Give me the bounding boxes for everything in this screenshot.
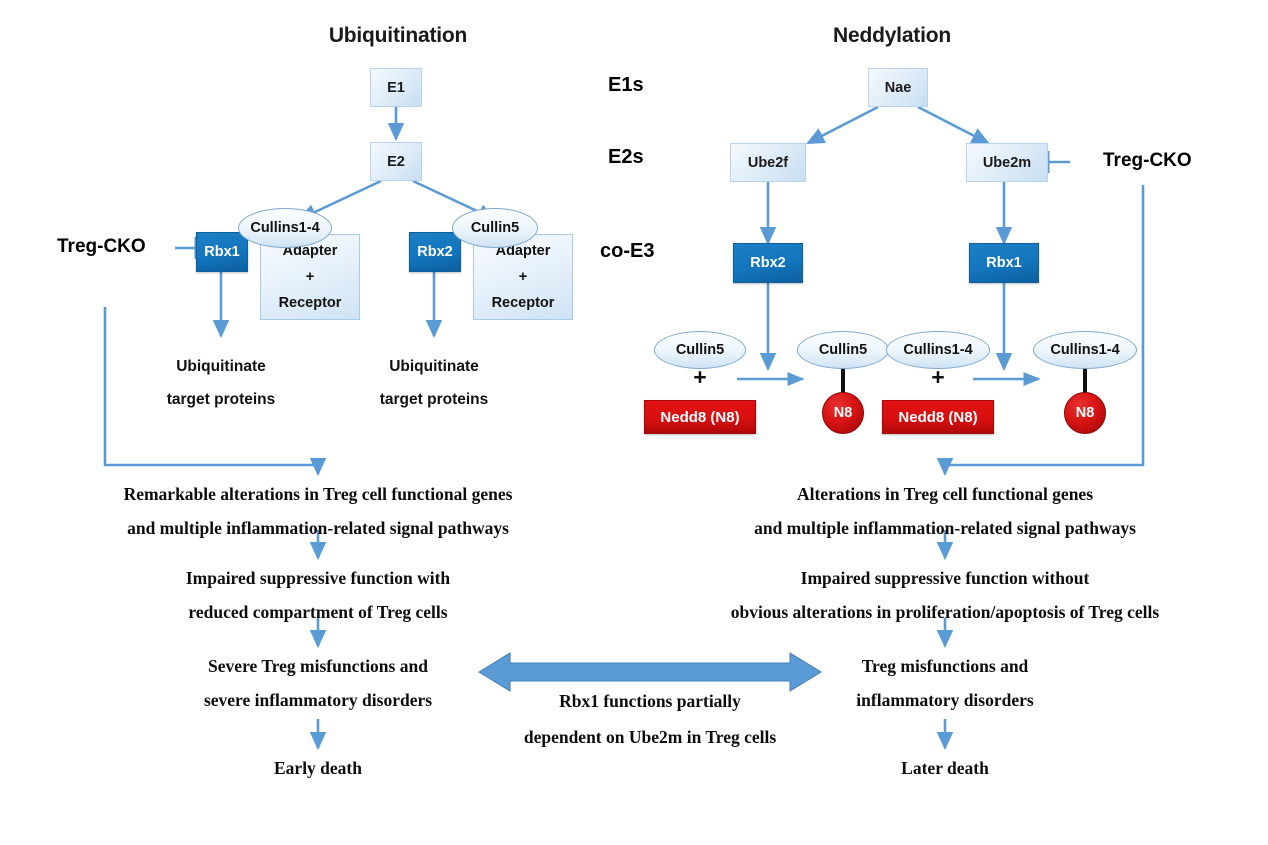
node-rbx2-left[interactable]: Rbx2 <box>409 232 461 272</box>
node-nae[interactable]: Nae <box>868 68 928 107</box>
plus-sign-1: + <box>693 364 707 390</box>
node-rbx1-left[interactable]: Rbx1 <box>196 232 248 272</box>
left-outcome-3-line2: severe inflammatory disorders <box>203 690 433 710</box>
right-outcome-2-line1: Impaired suppressive function without <box>800 568 1090 588</box>
node-cullins1-4-in[interactable]: Cullins1-4 <box>886 331 990 369</box>
node-n8-2[interactable]: N8 <box>1064 392 1106 434</box>
node-rbx2-right[interactable]: Rbx2 <box>733 243 803 283</box>
nedd8-linker-1 <box>841 366 845 396</box>
node-e2[interactable]: E2 <box>370 142 422 181</box>
node-cullin5-in[interactable]: Cullin5 <box>654 331 746 369</box>
stage-label-co-e3: co-E3 <box>600 240 655 262</box>
node-rbx1-right[interactable]: Rbx1 <box>969 243 1039 283</box>
right-outcome-1-line1: Alterations in Treg cell functional gene… <box>796 484 1094 504</box>
ubiquitinate-line-1a: Ubiquitinate <box>176 358 266 375</box>
right-treg-cko-label: Treg-CKO <box>1103 150 1192 171</box>
right-outcome-3-line1: Treg misfunctions and <box>861 656 1029 676</box>
center-note-line2: dependent on Ube2m in Treg cells <box>523 727 777 747</box>
left-outcome-1: Remarkable alterations in Treg cell func… <box>18 477 618 545</box>
node-cullin5-left[interactable]: Cullin5 <box>452 208 538 248</box>
right-outcome-1: Alterations in Treg cell functional gene… <box>645 477 1245 545</box>
node-e1[interactable]: E1 <box>370 68 422 107</box>
center-note-line1: Rbx1 functions partially <box>559 691 741 711</box>
left-outcome-2-line2: reduced compartment of Treg cells <box>188 602 448 622</box>
adapter-receptor-box-2[interactable]: Adapter + Receptor <box>473 234 573 320</box>
ubiquitinate-line-1b: target proteins <box>166 391 276 408</box>
left-outcome-1-line1: Remarkable alterations in Treg cell func… <box>123 484 513 504</box>
ubiquitinate-target-2: Ubiquitinate target proteins <box>354 350 514 416</box>
right-outcome-2-line2: obvious alterations in proliferation/apo… <box>730 602 1160 622</box>
right-pathway-title: Neddylation <box>833 24 951 47</box>
node-n8-1[interactable]: N8 <box>822 392 864 434</box>
node-ube2m[interactable]: Ube2m <box>966 143 1048 182</box>
node-cullins1-4-left[interactable]: Cullins1-4 <box>238 208 332 248</box>
left-outcome-4: Early death <box>18 751 618 785</box>
node-nedd8-1[interactable]: Nedd8 (N8) <box>644 400 756 434</box>
right-outcome-4: Later death <box>645 751 1245 785</box>
right-outcome-3-line2: inflammatory disorders <box>856 690 1034 710</box>
right-outcome-2: Impaired suppressive function without ob… <box>645 561 1245 629</box>
center-note: Rbx1 functions partially dependent on Ub… <box>460 683 840 755</box>
left-outcome-1-line2: and multiple inflammation-related signal… <box>127 518 509 538</box>
left-treg-cko-label: Treg-CKO <box>57 236 146 257</box>
left-pathway-title: Ubiquitination <box>328 24 468 47</box>
left-outcome-2: Impaired suppressive function with reduc… <box>18 561 618 629</box>
adapter-label-2: Adapter <box>495 243 551 259</box>
left-outcome-4-line1: Early death <box>274 758 362 778</box>
adapter-receptor-box-1[interactable]: Adapter + Receptor <box>260 234 360 320</box>
node-ube2f[interactable]: Ube2f <box>730 143 806 182</box>
node-cullins1-4-out[interactable]: Cullins1-4 <box>1033 331 1137 369</box>
left-outcome-2-line1: Impaired suppressive function with <box>185 568 451 588</box>
right-outcome-4-line1: Later death <box>901 758 989 778</box>
ubiquitinate-target-1: Ubiquitinate target proteins <box>141 350 301 416</box>
left-outcome-3-line1: Severe Treg misfunctions and <box>208 656 428 676</box>
stage-label-e2s: E2s <box>608 146 644 168</box>
left-outcome-3: Severe Treg misfunctions and severe infl… <box>18 649 618 717</box>
adapter-plus-1: + <box>305 269 315 285</box>
right-outcome-1-line2: and multiple inflammation-related signal… <box>754 518 1136 538</box>
adapter-plus-2: + <box>518 269 528 285</box>
stage-label-e1s: E1s <box>608 74 644 96</box>
plus-sign-2: + <box>931 364 945 390</box>
receptor-label-2: Receptor <box>491 295 555 311</box>
node-nedd8-2[interactable]: Nedd8 (N8) <box>882 400 994 434</box>
ubiquitinate-line-2b: target proteins <box>379 391 489 408</box>
ubiquitinate-line-2a: Ubiquitinate <box>389 358 479 375</box>
receptor-label-1: Receptor <box>278 295 342 311</box>
right-outcome-3: Treg misfunctions and inflammatory disor… <box>645 649 1245 717</box>
node-cullin5-out[interactable]: Cullin5 <box>797 331 889 369</box>
